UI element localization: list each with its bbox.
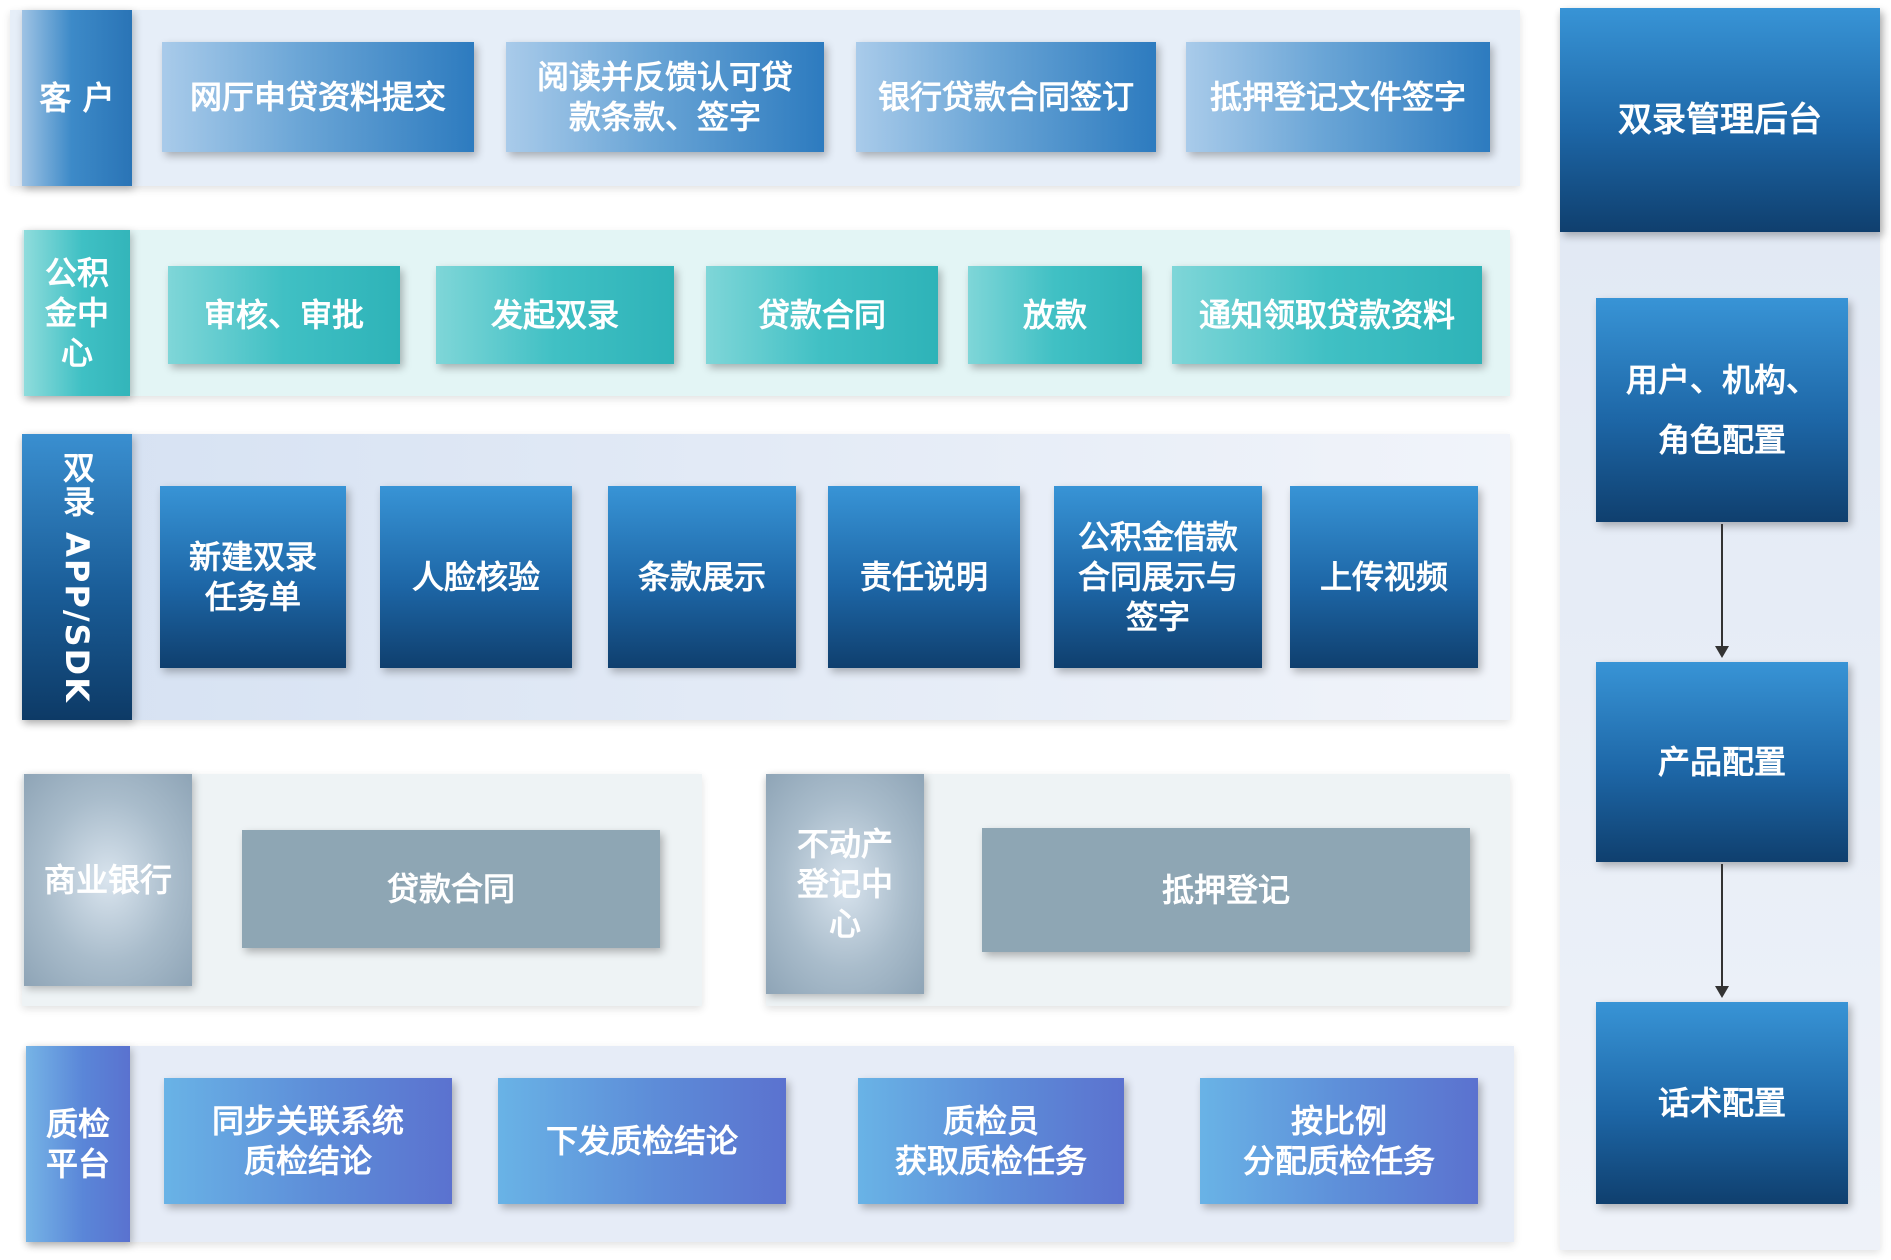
- arrow-head-2: [1715, 986, 1729, 998]
- backend-step-user-org-role: 用户、机构、 角色配置: [1596, 298, 1848, 522]
- node-mortgage-doc-signing: 抵押登记文件签字: [1186, 42, 1490, 152]
- node-disbursement: 放款: [968, 266, 1142, 364]
- node-read-feedback-sign: 阅读并反馈认可贷 款条款、签字: [506, 42, 824, 152]
- node-notify-collect-docs: 通知领取贷款资料: [1172, 266, 1482, 364]
- node-sync-qc-result: 同步关联系统 质检结论: [164, 1078, 452, 1204]
- backend-step-script: 话术配置: [1596, 1002, 1848, 1204]
- node-bank-contract-signing: 银行贷款合同签订: [856, 42, 1156, 152]
- node-liability-statement: 责任说明: [828, 486, 1020, 668]
- backend-title: 双录管理后台: [1560, 8, 1880, 232]
- app-sdk-lane-label: 双录 APP/SDK: [22, 434, 132, 720]
- node-new-task-order: 新建双录 任务单: [160, 486, 346, 668]
- node-online-loan-submission: 网厅申贷资料提交: [162, 42, 474, 152]
- arrow-line-1: [1721, 524, 1723, 648]
- arrow-head-1: [1715, 646, 1729, 658]
- bank-lane-label: 商业银行: [24, 774, 192, 986]
- customer-lane-label: 客 户: [22, 10, 132, 186]
- node-mortgage-registration: 抵押登记: [982, 828, 1470, 952]
- node-terms-display: 条款展示: [608, 486, 796, 668]
- node-review-approval: 审核、审批: [168, 266, 400, 364]
- arrow-line-2: [1721, 864, 1723, 988]
- node-face-verification: 人脸核验: [380, 486, 572, 668]
- fund-center-lane-label: 公积 金中 心: [24, 230, 130, 396]
- node-start-dual-recording: 发起双录: [436, 266, 674, 364]
- node-inspector-get-task: 质检员 获取质检任务: [858, 1078, 1124, 1204]
- qc-platform-lane-label: 质检 平台: [26, 1046, 130, 1242]
- node-upload-video: 上传视频: [1290, 486, 1478, 668]
- node-bank-loan-contract: 贷款合同: [242, 830, 660, 948]
- node-contract-display-signing: 公积金借款 合同展示与 签字: [1054, 486, 1262, 668]
- node-loan-contract: 贷款合同: [706, 266, 938, 364]
- backend-step-product: 产品配置: [1596, 662, 1848, 862]
- node-proportional-assign-task: 按比例 分配质检任务: [1200, 1078, 1478, 1204]
- registry-lane-label: 不动产 登记中 心: [766, 774, 924, 994]
- node-issue-qc-result: 下发质检结论: [498, 1078, 786, 1204]
